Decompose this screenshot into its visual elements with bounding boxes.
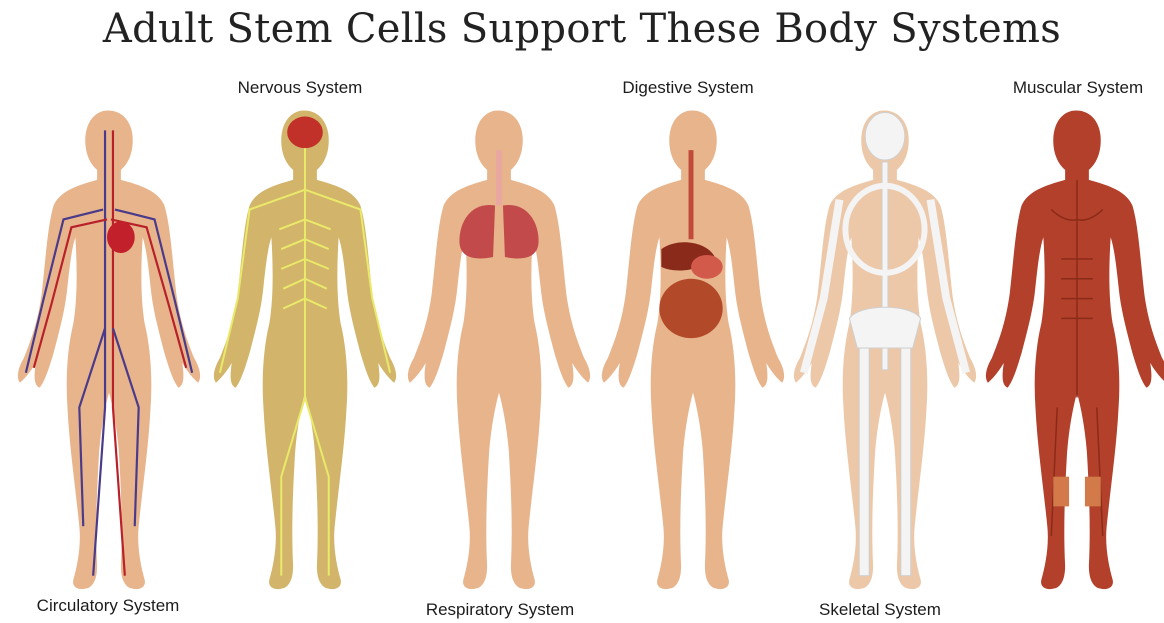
knee-icon <box>1085 477 1101 507</box>
label-circulatory-system: Circulatory System <box>0 596 228 616</box>
label-skeletal-system: Skeletal System <box>760 600 1000 620</box>
muscular-system-figure <box>982 108 1164 598</box>
brain-icon <box>287 116 323 148</box>
heart-icon <box>107 221 135 253</box>
diagram-title: Adult Stem Cells Support These Body Syst… <box>0 6 1164 52</box>
circulatory-system-figure <box>14 108 204 598</box>
stomach-icon <box>691 255 723 279</box>
label-muscular-system: Muscular System <box>958 78 1164 98</box>
nervous-system-figure <box>210 108 400 598</box>
label-nervous-system: Nervous System <box>180 78 420 98</box>
skeletal-system-figure <box>790 108 980 598</box>
respiratory-system-figure <box>404 108 594 598</box>
intestines-icon <box>659 279 722 338</box>
digestive-system-figure <box>598 108 788 598</box>
knee-icon <box>1053 477 1069 507</box>
label-respiratory-system: Respiratory System <box>380 600 620 620</box>
skull-icon <box>865 113 905 161</box>
label-digestive-system: Digestive System <box>568 78 808 98</box>
